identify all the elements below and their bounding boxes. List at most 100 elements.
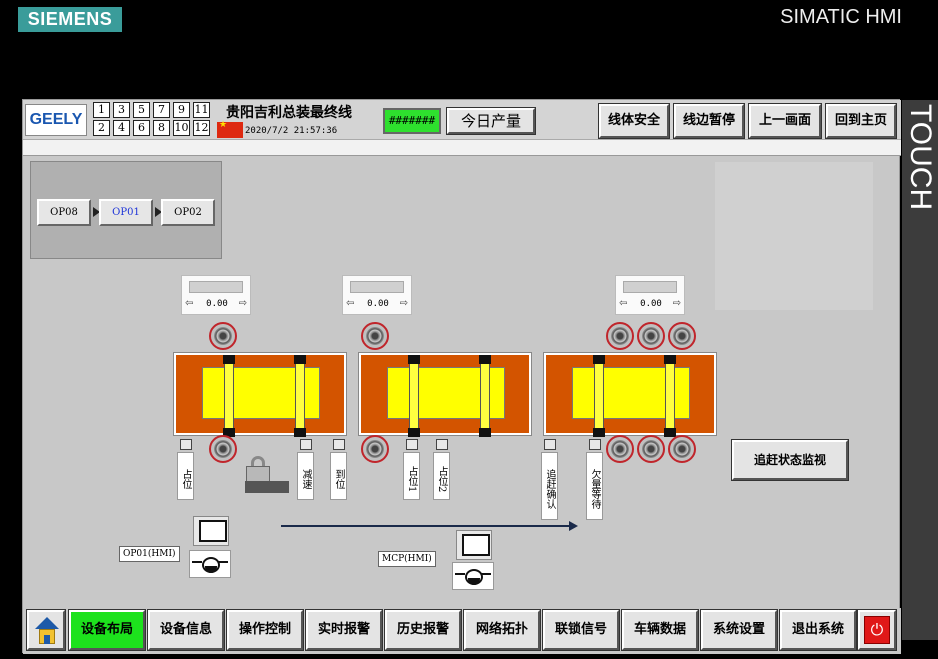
line-number-box[interactable]: 3 [113, 102, 130, 118]
china-flag-icon: ★ [217, 120, 243, 138]
sensor-indicator [333, 439, 345, 450]
bottom-navigation: 设备布局 设备信息 操作控制 实时报警 历史报警 网络拓扑 联锁信号 车辆数据 … [23, 608, 901, 654]
nav-interlock-signal[interactable]: 联锁信号 [542, 609, 620, 651]
arrow-left-icon: ⇦ [185, 298, 194, 309]
roller-icon [637, 435, 665, 463]
home-icon-door [44, 635, 50, 644]
speed-bar [189, 281, 243, 293]
message-bar [23, 140, 901, 156]
op01-button[interactable]: OP01 [99, 199, 153, 226]
clamp-post [664, 355, 676, 437]
arrow-left-icon: ⇦ [346, 298, 355, 309]
previous-screen-button[interactable]: 上一画面 [748, 103, 822, 139]
speed-value: 0.00 [206, 299, 228, 309]
station-conveyor[interactable] [543, 352, 717, 437]
header-bar: GEELY 1 3 5 7 9 11 2 4 6 8 10 12 贵阳吉利总装最… [23, 100, 901, 140]
nav-system-settings[interactable]: 系统设置 [700, 609, 778, 651]
line-number-box[interactable]: 12 [193, 120, 210, 136]
lock-shackle [251, 456, 265, 468]
nav-history-alarm[interactable]: 历史报警 [384, 609, 462, 651]
chase-status-monitor-button[interactable]: 追赶状态监视 [731, 439, 849, 481]
roller-icon [606, 322, 634, 350]
operator-icon[interactable] [452, 562, 494, 590]
monitor-icon [193, 516, 229, 546]
speed-value: 0.00 [367, 299, 389, 309]
arrow-right-icon [93, 207, 100, 217]
roller-icon [668, 322, 696, 350]
chase-confirm-label: 追赶确认 [541, 452, 558, 520]
flow-arrow-icon [569, 521, 578, 531]
line-number-box[interactable]: 5 [133, 102, 150, 118]
flag-star-icon: ★ [219, 120, 228, 130]
sensor-indicator [300, 439, 312, 450]
roller-icon [606, 435, 634, 463]
mcp-hmi-label: MCP(HMI) [378, 551, 436, 567]
home-page-button[interactable]: 回到主页 [825, 103, 897, 139]
simatic-hmi-label: SIMATIC HMI [780, 6, 902, 28]
operator-arm [192, 561, 202, 563]
arrow-right-icon [155, 207, 162, 217]
speed-indicator: ⇦ 0.00 ⇨ [342, 275, 412, 315]
line-safety-button[interactable]: 线体安全 [598, 103, 670, 139]
line-pause-button[interactable]: 线边暂停 [673, 103, 745, 139]
line-number-box[interactable]: 4 [113, 120, 130, 136]
nav-equipment-layout[interactable]: 设备布局 [68, 609, 146, 651]
arrow-right-icon: ⇨ [399, 298, 408, 309]
roller-icon [668, 435, 696, 463]
home-icon [35, 617, 59, 629]
nav-operation-control[interactable]: 操作控制 [226, 609, 304, 651]
sensor-indicator [406, 439, 418, 450]
sensor-indicator [180, 439, 192, 450]
arrow-left-icon: ⇦ [619, 298, 628, 309]
arrived-label: 到位 [330, 452, 347, 500]
line-number-box[interactable]: 11 [193, 102, 210, 118]
line-number-box[interactable]: 9 [173, 102, 190, 118]
op-navigation-panel: OP08 OP01 OP02 [30, 161, 222, 259]
nav-network-topology[interactable]: 网络拓扑 [463, 609, 541, 651]
nav-equipment-info[interactable]: 设备信息 [147, 609, 225, 651]
siemens-logo: SIEMENS [18, 7, 122, 32]
line-number-box[interactable]: 7 [153, 102, 170, 118]
roller-icon [637, 322, 665, 350]
operator-icon[interactable] [189, 550, 231, 578]
op02-button[interactable]: OP02 [161, 199, 215, 226]
nav-realtime-alarm[interactable]: 实时报警 [305, 609, 383, 651]
station-conveyor[interactable] [173, 352, 347, 437]
roller-icon [209, 322, 237, 350]
datetime: 2020/7/2 21:57:36 [245, 126, 338, 136]
clamp-post [294, 355, 306, 437]
today-output-button[interactable]: 今日产量 [446, 107, 536, 135]
line-number-box[interactable]: 10 [173, 120, 190, 136]
arrow-right-icon: ⇨ [672, 298, 681, 309]
geely-logo: GEELY [25, 104, 87, 136]
line-number-box[interactable]: 6 [133, 120, 150, 136]
line-number-grid: 1 3 5 7 9 11 2 4 6 8 10 12 [93, 102, 211, 137]
line-number-box[interactable]: 8 [153, 120, 170, 136]
slow-down-label: 减速 [297, 452, 314, 500]
roller-icon [209, 435, 237, 463]
touch-label: TOUCH [904, 104, 937, 211]
monitor-icon [456, 530, 492, 560]
sensor-indicator [544, 439, 556, 450]
speed-bar [623, 281, 677, 293]
occupied-1-label: 占位1 [403, 452, 420, 500]
status-display: ####### [383, 108, 441, 134]
power-button[interactable]: ⏻ [857, 609, 897, 651]
line-number-box[interactable]: 2 [93, 120, 110, 136]
line-number-box[interactable]: 1 [93, 102, 110, 118]
sensor-indicator [589, 439, 601, 450]
roller-icon [361, 435, 389, 463]
occupied-2-label: 占位2 [433, 452, 450, 500]
nav-exit-system[interactable]: 退出系统 [779, 609, 857, 651]
sensor-indicator [436, 439, 448, 450]
clamp-post [593, 355, 605, 437]
op08-button[interactable]: OP08 [37, 199, 91, 226]
speed-indicator: ⇦ 0.00 ⇨ [615, 275, 685, 315]
operator-arm [481, 573, 491, 575]
home-button[interactable] [26, 609, 66, 651]
hmi-screen: GEELY 1 3 5 7 9 11 2 4 6 8 10 12 贵阳吉利总装最… [22, 99, 901, 654]
nav-vehicle-data[interactable]: 车辆数据 [621, 609, 699, 651]
station-conveyor[interactable] [358, 352, 532, 437]
arrow-right-icon: ⇨ [238, 298, 247, 309]
